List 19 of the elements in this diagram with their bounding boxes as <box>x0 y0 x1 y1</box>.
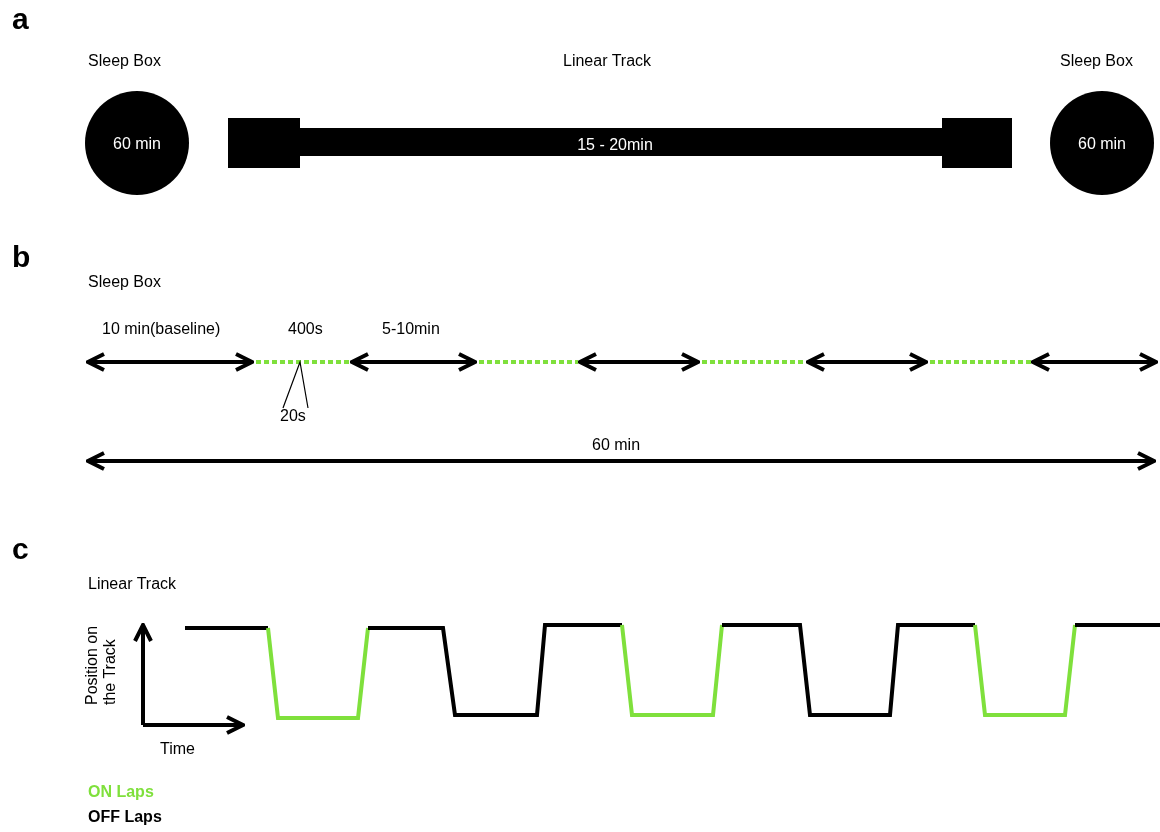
section-title: Sleep Box <box>88 273 161 291</box>
duration-label: 10 min(baseline) <box>102 320 221 338</box>
sleep-box-circle: 60 min <box>1050 91 1154 195</box>
section-title: Linear Track <box>88 575 177 593</box>
panel-letter: a <box>12 2 29 36</box>
panel-letter: b <box>12 240 31 274</box>
duration-label: 5-10min <box>382 320 440 338</box>
duration-label: 20s <box>280 407 306 425</box>
node-caption: Sleep Box <box>88 52 161 70</box>
sleep-box-circle: 60 min <box>85 91 189 195</box>
duration-label: 400s <box>288 320 323 338</box>
node-caption: Linear Track <box>563 52 652 70</box>
node-caption: Sleep Box <box>1060 52 1133 70</box>
panel-letter: c <box>12 532 29 566</box>
axis-label: Position on the Track <box>83 624 119 705</box>
legend-text: ON Laps <box>88 783 154 801</box>
duration-label: 60 min <box>592 436 641 454</box>
legend-text: OFF Laps <box>88 808 162 826</box>
axis-label: Time <box>160 740 195 758</box>
